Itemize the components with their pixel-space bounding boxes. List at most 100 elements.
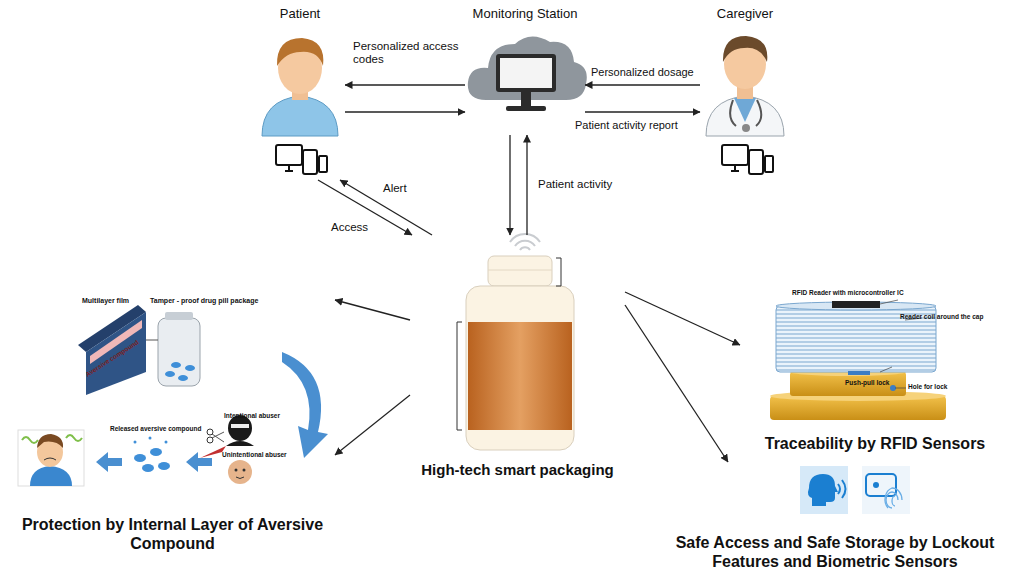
unintentional-abuser-part (236, 477, 244, 479)
cloud-monitor-icon-part (468, 36, 587, 100)
part-label: Released aversive compound (110, 425, 201, 432)
voice-icon-part (800, 466, 848, 514)
rfid-cap-part (848, 371, 870, 375)
part-label: Push-pull lock (845, 379, 889, 386)
part-label: Hole for lock (908, 383, 947, 390)
pill-bottle-part (556, 258, 561, 286)
part-label: Tamper - proof drug pill package (150, 297, 258, 305)
pill-bottle-part (468, 322, 572, 430)
connector-arrow (318, 180, 412, 235)
pill-bottle-part (488, 256, 552, 286)
fingerprint-icon-part (885, 488, 902, 508)
unintentional-abuser-part (228, 460, 252, 484)
fingerprint-icon-part-part (885, 488, 902, 508)
released-compound-part (142, 464, 154, 472)
fingerprint-icon-part-part (886, 492, 898, 508)
fingerprint-icon-part (873, 482, 879, 488)
edge-label: Alert (382, 182, 408, 195)
caregiver-icon-part (730, 100, 761, 126)
part-label: RFID Reader with microcontroller IC (792, 289, 904, 296)
part-label: Intentional abuser (224, 412, 280, 419)
part-label: Reader coil around the cap (900, 313, 983, 320)
pill-bottle-part (510, 234, 540, 250)
drug-package-part-part (185, 365, 195, 371)
patient-icon-part (262, 96, 338, 136)
device-icon (722, 145, 773, 174)
person-node: Patient (255, 5, 345, 180)
pill-bottle (457, 234, 574, 450)
feature-panel: Safe Access and Safe Storage by Lockout … (655, 462, 1015, 573)
intentional-abuser-part (231, 424, 249, 428)
feature-panel: Traceability by RFID Sensors (740, 285, 1010, 455)
node-label: Patient (280, 7, 320, 22)
device-icon-part (765, 156, 773, 172)
drug-package (146, 312, 200, 386)
cloud-monitor-icon-part (506, 106, 546, 111)
part-label: Unintentional abuser (222, 451, 287, 458)
drug-package-part (158, 318, 200, 386)
patient-icon-part (277, 38, 323, 66)
package-node: High-tech smart packaging (410, 235, 625, 480)
released-compound-part (158, 462, 170, 470)
cloud-monitor-icon-part (521, 92, 531, 106)
sick-person-part (22, 435, 82, 443)
cloud-monitor-icon (468, 36, 587, 111)
voice-icon-part (838, 480, 846, 498)
caregiver-icon-part (706, 96, 784, 136)
curved-arrow (282, 352, 328, 458)
connector-arrow (625, 305, 728, 462)
pill-bottle-part (488, 270, 552, 271)
rfid-cap-part (832, 301, 880, 308)
connector-arrow (585, 84, 700, 85)
node-label: High-tech smart packaging (421, 461, 614, 478)
connector-arrow (509, 135, 510, 235)
node-label: Monitoring Station (473, 7, 578, 22)
fingerprint-icon-part-part (892, 496, 895, 506)
node-label: Caregiver (717, 7, 773, 22)
sick-person-part (30, 466, 72, 486)
released-compound-part (150, 448, 162, 456)
sick-person (18, 430, 84, 486)
person-node: Caregiver (700, 5, 790, 185)
connector-arrow (526, 135, 527, 235)
caregiver-icon-part (734, 98, 756, 122)
cloud-monitor-icon-part (500, 58, 552, 88)
node-label: Traceability by RFID Sensors (765, 435, 986, 453)
unintentional-abuser (228, 460, 252, 484)
device-icon-part (749, 150, 763, 174)
device-icon-part (722, 145, 748, 165)
voice-icon (800, 466, 848, 514)
edge-label: Patient activity (537, 178, 613, 191)
sick-person-part (18, 430, 84, 486)
drug-package-part-part (178, 375, 188, 381)
edge-label: Personalized access codes (352, 40, 466, 66)
caregiver-icon-part (742, 124, 750, 132)
connector-arrow (335, 300, 410, 320)
connector-arrow (585, 111, 700, 112)
drug-package-part (165, 362, 195, 381)
node-label: Safe Access and Safe Storage by Lockout … (658, 534, 1012, 571)
fingerprint-icon-part (862, 466, 910, 514)
voice-icon-part (808, 474, 838, 506)
station-node: Monitoring Station (465, 5, 585, 135)
drug-package-part (146, 340, 158, 341)
connector-arrow (345, 84, 465, 85)
drug-package-part (165, 312, 193, 320)
edge-label: Access (330, 221, 369, 234)
device-icon-part (276, 145, 302, 165)
intentional-abuser (226, 415, 254, 446)
device-icon-part (731, 165, 739, 171)
caregiver-icon-part (723, 36, 767, 62)
part-label: Multilayer film (82, 297, 129, 305)
sick-person-part (37, 434, 63, 448)
device-icon-part (319, 156, 327, 172)
released-compound-part (134, 454, 146, 462)
edge-label: Patient activity report (574, 119, 679, 132)
edge-label: Personalized dosage (590, 66, 695, 79)
flow-arrow (96, 452, 122, 472)
connector-arrow (345, 111, 465, 112)
fingerprint-icon (862, 466, 910, 514)
drug-package-part-part (171, 362, 181, 368)
